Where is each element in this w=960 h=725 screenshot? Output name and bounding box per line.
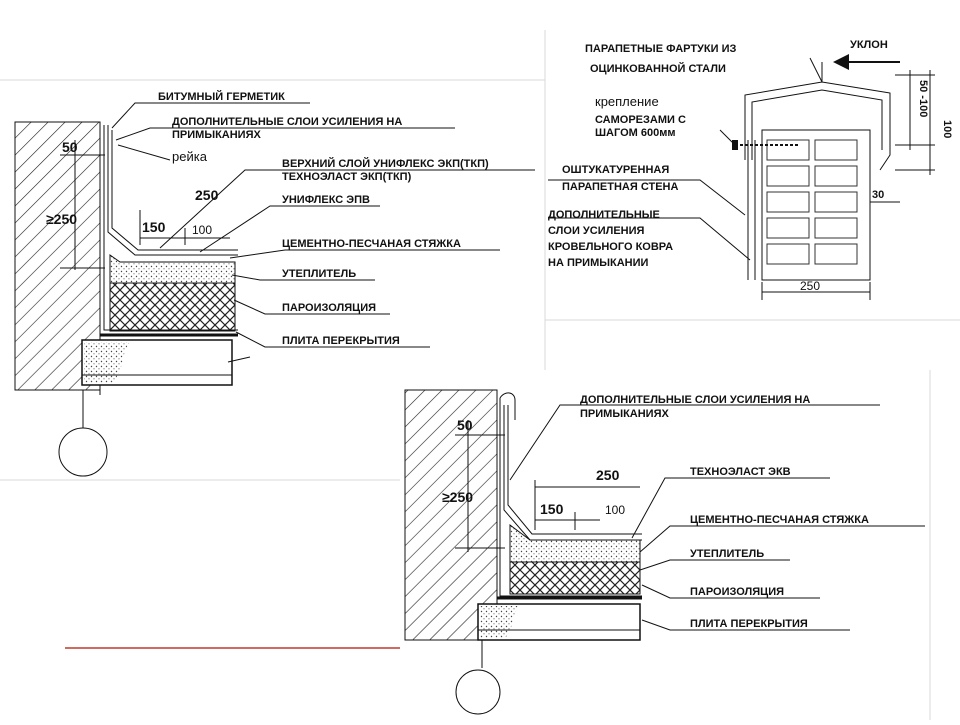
- d2-label-extra-2: СЛОИ УСИЛЕНИЯ: [548, 225, 645, 237]
- d1-label-bitumen-sealant: БИТУМНЫЙ ГЕРМЕТИК: [158, 90, 285, 103]
- d2-dim-100: 100: [941, 120, 953, 138]
- slab-fill: [84, 342, 130, 383]
- d2-label-extra-4: НА ПРИМЫКАНИИ: [548, 257, 649, 269]
- insulation-layer: [109, 282, 236, 332]
- d1-dim-100: 100: [192, 223, 212, 237]
- d1-label-slab: ПЛИТА ПЕРЕКРЫТИЯ: [282, 335, 400, 347]
- d1-dim-250-vert: ≥250: [46, 211, 77, 227]
- d1-label-extra-layers-1: ДОПОЛНИТЕЛЬНЫЕ СЛОИ УСИЛЕНИЯ НА: [172, 116, 402, 128]
- d3-label-insulation: УТЕПЛИТЕЛЬ: [690, 548, 764, 560]
- d1-label-insulation: УТЕПЛИТЕЛЬ: [282, 268, 356, 280]
- apron-flashing: [744, 81, 891, 171]
- d1-label-vapor-barrier: ПАРОИЗОЛЯЦИЯ: [282, 302, 376, 314]
- background-grid: [0, 30, 960, 720]
- callout-circle-1: [58, 427, 108, 477]
- d1-label-rail: рейка: [172, 149, 208, 164]
- d1-label-uniflex: УНИФЛЕКС ЭПВ: [282, 194, 370, 206]
- d3-dim-150: 150: [540, 501, 564, 517]
- d2-label-screws-1: САМОРЕЗАМИ С: [595, 114, 686, 126]
- d2-label-extra-1: ДОПОЛНИТЕЛЬНЫЕ: [548, 209, 660, 221]
- d2-label-apron-1: ПАРАПЕТНЫЕ ФАРТУКИ ИЗ: [585, 43, 736, 55]
- d1-dim-150: 150: [142, 219, 166, 235]
- d3-dim-100: 100: [605, 503, 625, 517]
- d3-label-extra-layers-1: ДОПОЛНИТЕЛЬНЫЕ СЛОИ УСИЛЕНИЯ НА: [580, 394, 810, 406]
- d3-dim-250: 250: [596, 467, 620, 483]
- d1-label-top-layer-2: ТЕХНОЭЛАСТ ЭКП(ТКП): [282, 171, 412, 183]
- membrane-3: [499, 398, 642, 597]
- d2-label-apron-2: ОЦИНКОВАННОЙ СТАЛИ: [590, 62, 726, 75]
- d3-label-slab: ПЛИТА ПЕРЕКРЫТИЯ: [690, 618, 808, 630]
- insulation-layer-3: [509, 561, 641, 595]
- screed-layer-3: [509, 524, 641, 563]
- d1-dim-250: 250: [195, 187, 219, 203]
- d3-dim-250-vert: ≥250: [442, 489, 473, 505]
- d2-label-plastered-1: ОШТУКАТУРЕННАЯ: [562, 164, 669, 176]
- brick-pattern: [766, 139, 858, 265]
- d2-label-screws-2: ШАГОМ 600мм: [595, 127, 676, 139]
- screed-layer: [109, 254, 236, 284]
- d2-dim-50-100: 50 -100: [917, 80, 929, 117]
- d2-label-extra-3: КРОВЕЛЬНОГО КОВРА: [548, 241, 673, 253]
- d2-label-fastening: крепление: [595, 94, 659, 109]
- detail-1: 50 ≥250 250 150 100 БИТУМНЫЙ ГЕРМЕТИК ДО…: [14, 90, 535, 477]
- d3-dim-50: 50: [457, 417, 473, 433]
- d3-label-vapor-barrier: ПАРОИЗОЛЯЦИЯ: [690, 586, 784, 598]
- d2-dim-30: 30: [872, 189, 884, 201]
- d3-label-screed: ЦЕМЕНТНО-ПЕСЧАНАЯ СТЯЖКА: [690, 514, 869, 526]
- d2-label-plastered-2: ПАРАПЕТНАЯ СТЕНА: [562, 181, 679, 193]
- d1-label-top-layer-1: ВЕРХНИЙ СЛОЙ УНИФЛЕКС ЭКП(ТКП): [282, 157, 489, 170]
- d3-label-extra-layers-2: ПРИМЫКАНИЯХ: [580, 408, 669, 420]
- d2-dim-250: 250: [800, 279, 820, 293]
- detail-3: 50 ≥250 250 150 100 ДОПОЛНИТЕЛЬНЫЕ СЛОИ …: [404, 389, 925, 715]
- d3-label-technoelast: ТЕХНОЭЛАСТ ЭКВ: [690, 466, 791, 478]
- d1-dim-50: 50: [62, 139, 78, 155]
- membrane: [103, 125, 238, 331]
- d1-label-screed: ЦЕМЕНТНО-ПЕСЧАНАЯ СТЯЖКА: [282, 238, 461, 250]
- d1-label-extra-layers-2: ПРИМЫКАНИЯХ: [172, 129, 261, 141]
- parapet-brick-wall: [761, 129, 871, 281]
- detail-2: 50 -100 100 30 250 ПАРАПЕТНЫЕ ФАРТУКИ ИЗ…: [548, 39, 953, 300]
- wall-hatched-3: [404, 389, 498, 641]
- callout-circle-3: [455, 669, 501, 715]
- d2-label-slope: УКЛОН: [850, 39, 888, 51]
